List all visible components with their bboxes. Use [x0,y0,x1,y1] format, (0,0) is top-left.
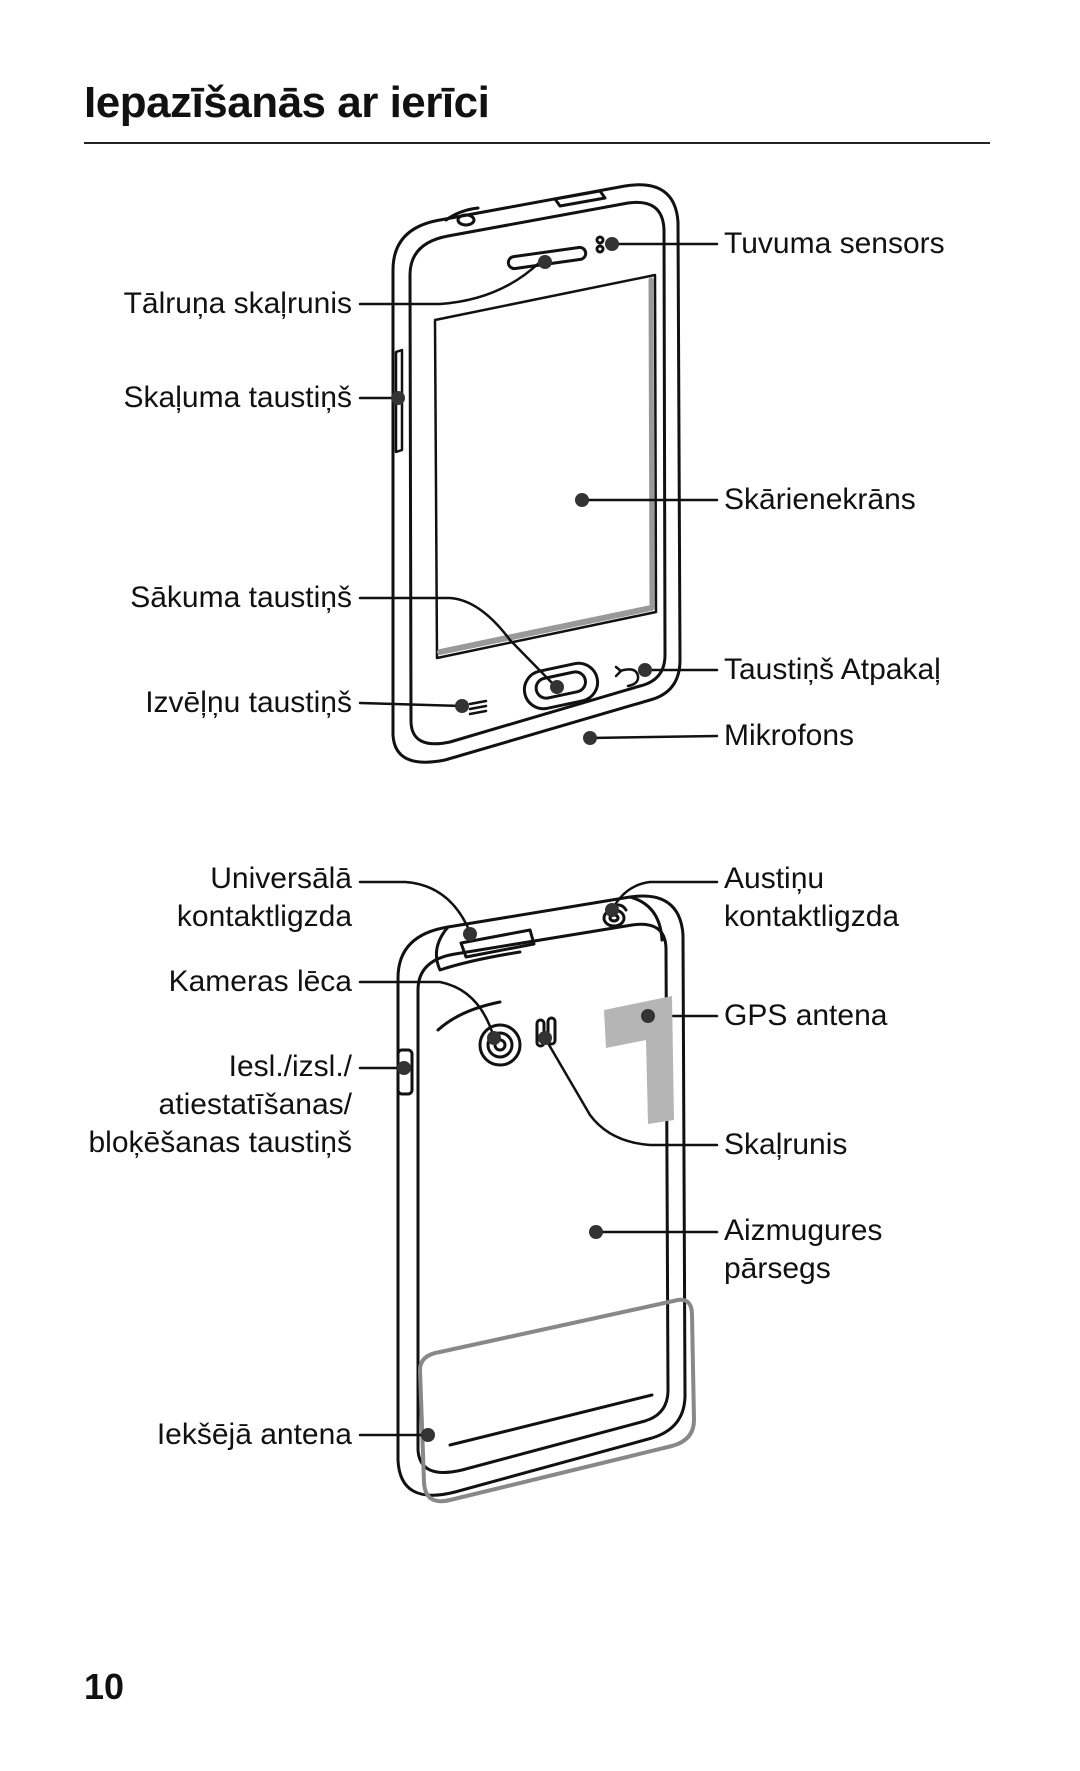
label-earpiece: Tālruņa skaļrunis [123,287,352,320]
label-usb-connector: Universālā kontaktligzda [177,860,352,936]
label-proximity-sensor: Tuvuma sensors [724,227,945,260]
back-phone-body [396,894,687,1497]
label-power-line2: atiestatīšanas/ [158,1088,352,1121]
label-touchscreen: Skārienekrāns [724,483,916,516]
home-key-shape [522,661,600,711]
label-power-line3: bloķēšanas taustiņš [88,1126,353,1159]
label-headset-line2: kontaktligzda [724,900,900,933]
label-back-cover: Aizmugures pārsegs [724,1212,882,1288]
page-title: Iepazīšanās ar ierīci [84,78,490,127]
back-phone-illustration [396,894,696,1504]
label-back-cover-line1: Aizmugures [724,1214,883,1247]
label-volume-key: Skaļuma taustiņš [123,381,352,414]
label-back-cover-line2: pārsegs [724,1252,831,1285]
camera-lens-shape [478,1023,522,1067]
label-back-key: Taustiņš Atpakaļ [724,653,941,686]
label-headset-line1: Austiņu [724,862,825,895]
label-headset-jack: Austiņu kontaktligzda [724,860,899,936]
label-internal-antenna: Iekšējā antena [156,1418,352,1451]
label-power-line1: Iesl./izsl./ [228,1050,352,1083]
front-phone-illustration [391,183,682,764]
label-gps-antenna: GPS antena [724,999,888,1032]
internal-antenna-outline [418,1297,696,1504]
page-number: 10 [84,1666,125,1707]
label-usb-line2: kontaktligzda [176,900,352,933]
label-camera-lens: Kameras lēca [168,965,352,998]
label-home-key: Sākuma taustiņš [130,581,352,614]
label-usb-line1: Universālā [210,862,352,895]
label-menu-key: Izvēļņu taustiņš [145,686,352,719]
label-speaker: Skaļrunis [724,1128,848,1161]
power-key-shape [396,1048,414,1096]
label-microphone: Mikrofons [724,719,855,752]
gps-antenna-area [604,996,674,1124]
touchscreen [433,273,658,660]
front-phone-bezel [408,200,667,746]
label-power-key: Iesl./izsl./ atiestatīšanas/ bloķēšanas … [89,1048,353,1162]
front-phone-body [391,183,682,764]
volume-key-shape [394,348,404,454]
title-divider [84,142,990,144]
